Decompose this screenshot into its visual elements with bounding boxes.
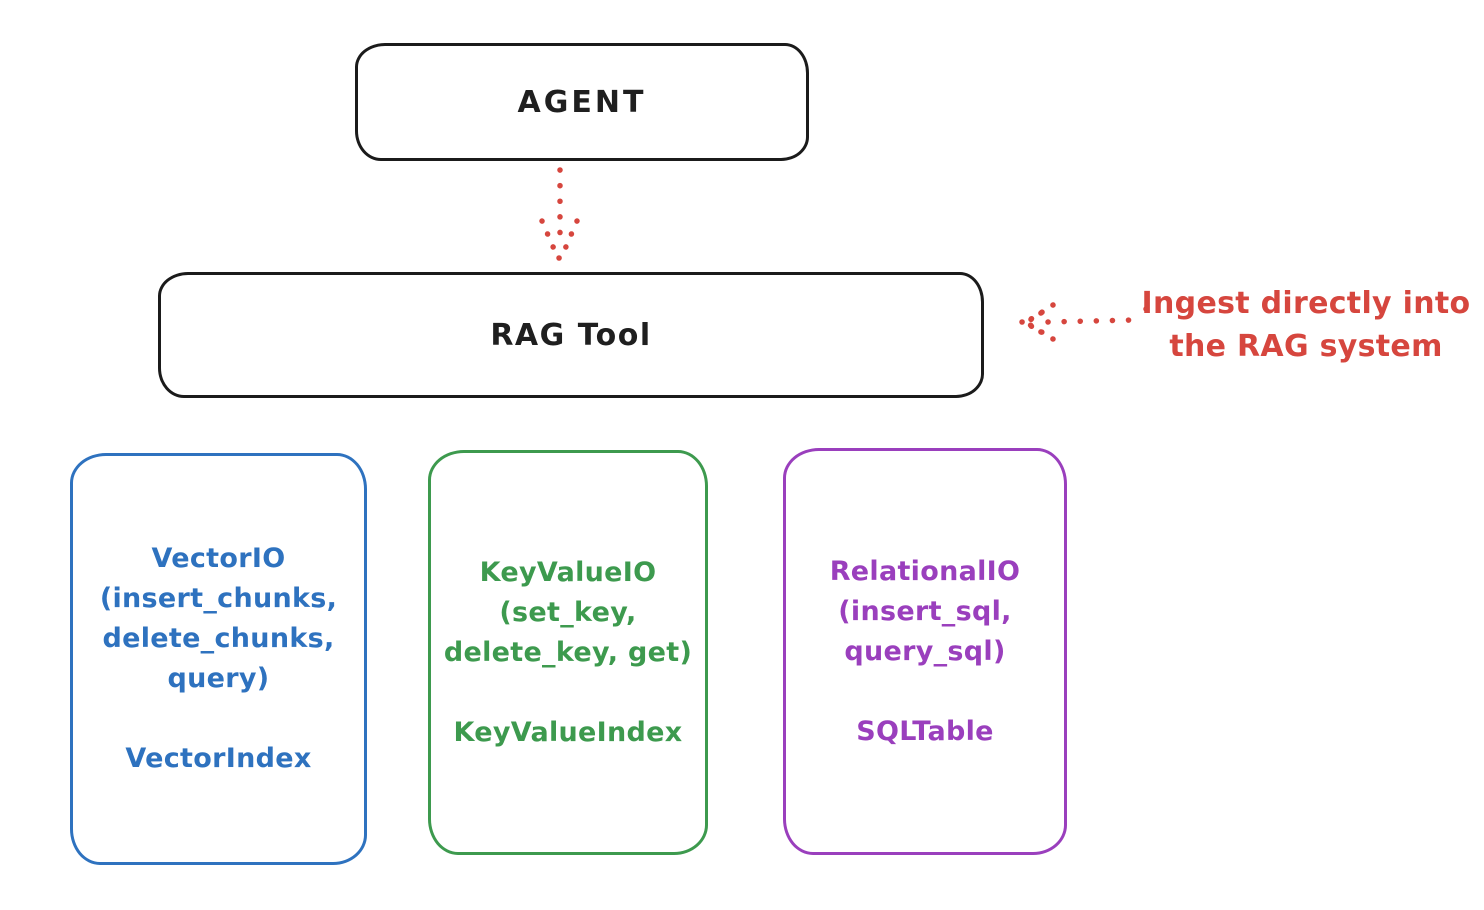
storage-line: query_sql)	[844, 635, 1006, 667]
keyvalue-io-node: KeyValueIO (set_key, delete_key, get) Ke…	[428, 450, 708, 855]
storage-line: delete_key, get)	[443, 636, 693, 668]
keyvalue-index-label: KeyValueIndex	[453, 716, 683, 748]
storage-line: delete_chunks,	[102, 623, 335, 654]
ingest-annotation-line1: Ingest directly into	[1141, 286, 1471, 321]
storage-line: (insert_chunks,	[99, 583, 338, 614]
agent-node: AGENT	[355, 43, 809, 161]
agent-label: AGENT	[517, 84, 647, 120]
storage-line: KeyValueIO	[479, 556, 657, 588]
keyvalue-io-signature: KeyValueIO (set_key, delete_key, get)	[444, 553, 692, 673]
storage-line: (set_key,	[499, 596, 637, 628]
storage-line: query)	[167, 663, 270, 694]
ingest-annotation-line2: the RAG system	[1169, 329, 1443, 364]
vector-io-signature: VectorIO (insert_chunks, delete_chunks, …	[100, 539, 337, 699]
rag-tool-label: RAG Tool	[490, 317, 652, 353]
ingest-arrow-icon	[1019, 302, 1149, 342]
storage-line: VectorIO	[151, 543, 286, 574]
relational-io-node: RelationalIO (insert_sql, query_sql) SQL…	[783, 448, 1067, 855]
ingest-annotation-text: Ingest directly into the RAG system	[1138, 282, 1474, 368]
relational-io-signature: RelationalIO (insert_sql, query_sql)	[830, 552, 1021, 672]
agent-to-rag-arrow-icon	[539, 167, 580, 261]
rag-tool-node: RAG Tool	[158, 272, 984, 398]
vector-io-node: VectorIO (insert_chunks, delete_chunks, …	[70, 453, 367, 865]
storage-line: RelationalIO	[829, 555, 1021, 587]
sql-table-label: SQLTable	[856, 715, 994, 747]
vector-index-label: VectorIndex	[125, 743, 312, 774]
storage-line: (insert_sql,	[838, 595, 1012, 627]
